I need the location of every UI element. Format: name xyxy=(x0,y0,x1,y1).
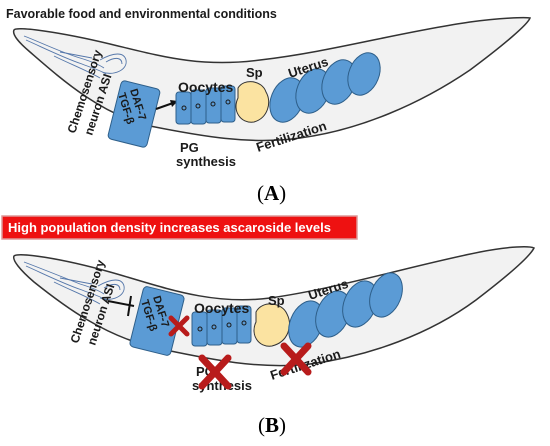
uterus-embryos-b xyxy=(288,272,403,348)
panel-a: Favorable food and environmental conditi… xyxy=(6,7,531,205)
panel-b-label: (B) xyxy=(258,413,286,437)
panel-b: High population density increases ascaro… xyxy=(1,215,536,437)
pg-label-line2-a: synthesis xyxy=(176,154,236,169)
inhibit-x-icon-pg xyxy=(198,354,232,390)
spermatheca-b xyxy=(253,303,290,347)
ascaroside-banner xyxy=(1,215,358,240)
pharynx-sketch-a xyxy=(23,35,127,79)
panel-a-heading: Favorable food and environmental conditi… xyxy=(6,7,277,21)
oocyte-nuclei-b xyxy=(197,320,247,332)
pg-label-line1-a: PG xyxy=(180,140,199,155)
oocytes-b xyxy=(191,305,252,347)
oocytes-label-b: Oocytes xyxy=(194,300,249,316)
sp-label-b: Sp xyxy=(268,293,285,308)
sp-label-a: Sp xyxy=(246,65,263,80)
uterus-embryos-a xyxy=(269,52,381,123)
spermatheca-a xyxy=(235,81,270,123)
banner-text: High population density increases ascaro… xyxy=(8,220,331,235)
pharynx-sketch-b xyxy=(23,261,125,305)
panel-a-label: (A) xyxy=(257,181,286,205)
daf7-cell-a xyxy=(107,80,161,148)
inhibition-mark-b xyxy=(107,295,135,317)
oocytes-label-a: Oocytes xyxy=(178,79,233,95)
inhibit-x-icon-signal xyxy=(168,315,190,337)
oocyte-nuclei-a xyxy=(181,99,231,111)
inhibit-x-icon-fertilization xyxy=(280,342,312,376)
